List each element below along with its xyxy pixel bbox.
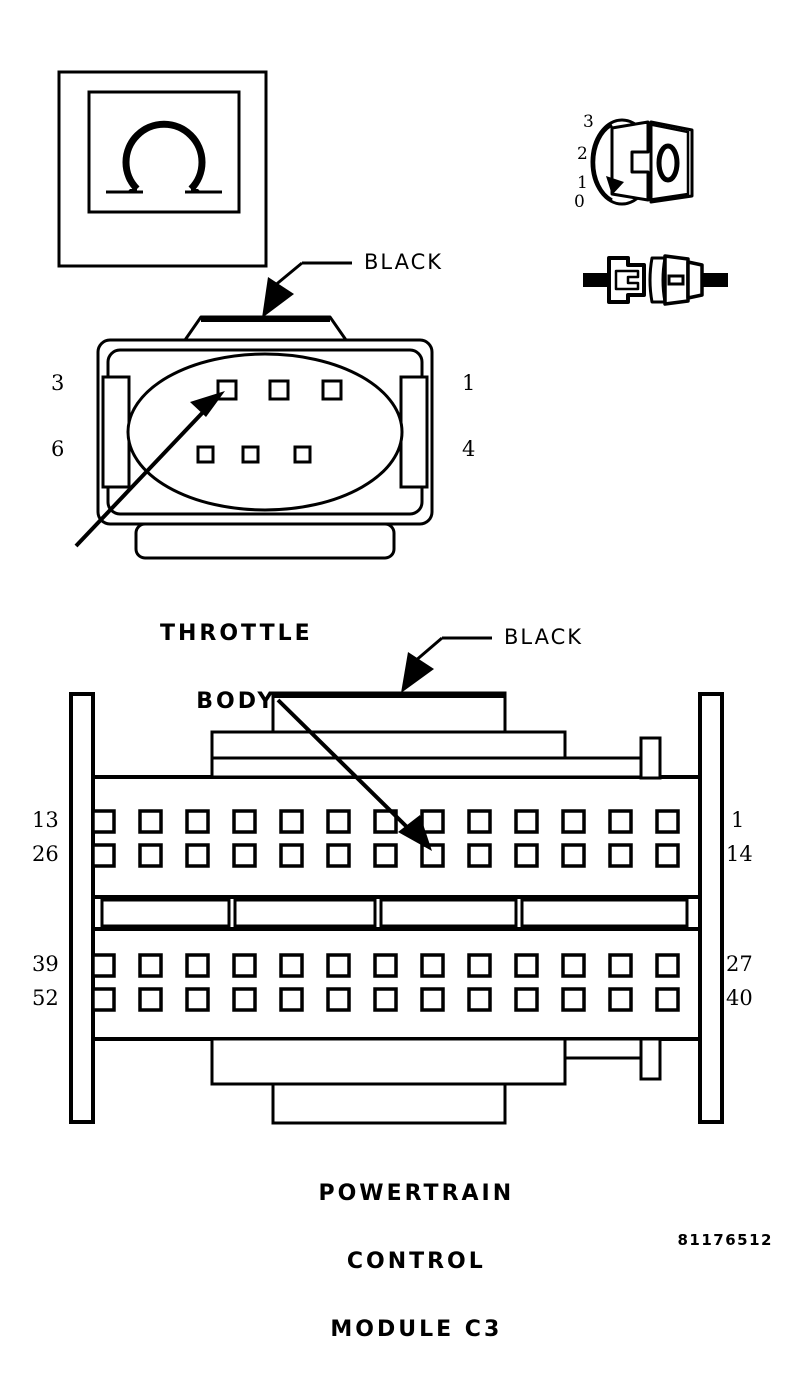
throttle-caption-line2: BODY	[196, 689, 277, 714]
pcm-caption-line1: POWERTRAIN	[318, 1181, 515, 1206]
pcm-pin-pointer-arrow	[276, 698, 432, 851]
throttle-pin-pointer-arrow	[74, 391, 225, 548]
ohm-symbol	[106, 120, 222, 194]
throttle-pin-label-1: 1	[462, 371, 476, 395]
pcm-caption-line2: CONTROL	[346, 1249, 486, 1274]
ohm-legend-box	[57, 70, 268, 268]
rotary-scale-label-2: 2	[577, 144, 588, 164]
pcm-color-label: BLACK	[504, 625, 584, 649]
rotary-scale-label-0: 0	[574, 192, 585, 212]
black-leader-line-throttle	[262, 261, 352, 318]
pcm-center-divider	[91, 895, 702, 931]
pcm-pin-label-40: 40	[726, 986, 753, 1010]
pcm-connector	[69, 691, 724, 1125]
pcm-pin-label-52: 52	[32, 986, 59, 1010]
pcm-caption: POWERTRAIN CONTROL MODULE C3	[30, 1143, 760, 1381]
diagram-sheet: 3 2 1 0 BLACK BLACK 3 6 1 4 THROTTLE BOD…	[0, 70, 773, 1342]
pcm-pin-label-26: 26	[32, 842, 59, 866]
pcm-pin-label-14: 14	[726, 842, 753, 866]
throttle-color-label: BLACK	[364, 250, 444, 274]
pcm-pin-label-1: 1	[731, 808, 745, 832]
pcm-pin-grid	[91, 809, 680, 1012]
black-leader-line-pcm	[401, 636, 492, 693]
throttle-pin-label-3: 3	[51, 371, 65, 395]
pcm-pin-label-39: 39	[32, 952, 59, 976]
throttle-pin-label-4: 4	[462, 437, 476, 461]
throttle-body-caption: THROTTLE BODY	[0, 583, 430, 753]
pcm-caption-line3: MODULE C3	[330, 1317, 503, 1342]
throttle-pin-label-6: 6	[51, 437, 65, 461]
rotary-scale-label-3: 3	[583, 112, 594, 132]
part-number-label: 81176512	[677, 1231, 773, 1249]
connector-diagram-svg	[57, 70, 728, 1125]
rotary-scale-label-1: 1	[577, 173, 588, 193]
pcm-pin-label-27: 27	[726, 952, 753, 976]
keyed-connector-icon	[590, 118, 694, 206]
mating-connector-icon	[583, 254, 728, 306]
throttle-body-connector	[96, 315, 434, 560]
pcm-pin-label-13: 13	[32, 808, 59, 832]
throttle-caption-line1: THROTTLE	[160, 621, 313, 646]
